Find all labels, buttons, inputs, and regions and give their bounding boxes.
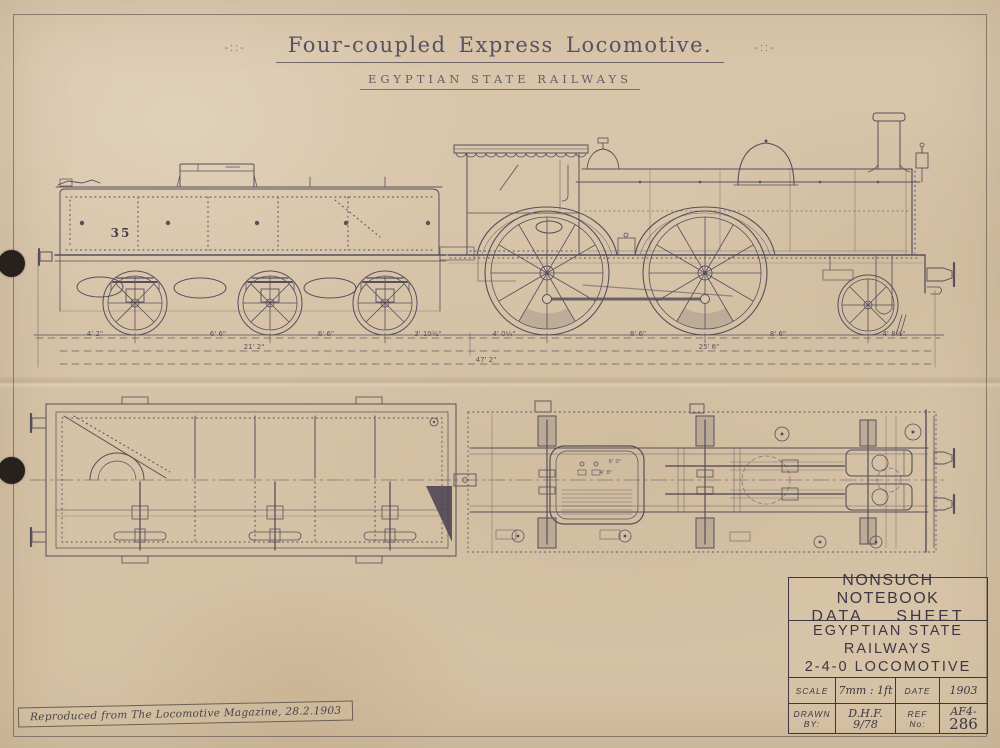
title-block: NONSUCH NOTEBOOK DATA SHEET EGYPTIAN STA… xyxy=(788,572,988,734)
title-block-grid: SCALE 7mm : 1ft DATE 1903 DRAWN BY: D.H.… xyxy=(789,678,987,733)
subject-railway-2: RAILWAYS xyxy=(843,641,933,657)
dim-label: 4' 2" xyxy=(87,330,103,338)
dim-label: 4' 8½" xyxy=(882,330,905,338)
dim-label: 21' 2" xyxy=(244,343,265,351)
dim-label: 3' 10½" xyxy=(414,330,442,338)
hole-punch-top xyxy=(0,250,25,277)
dim-label: 8' 6" xyxy=(630,330,646,338)
sheet-type: DATA SHEET xyxy=(811,608,965,625)
dim-label: 6' 6" xyxy=(318,330,334,338)
notebook-name: NONSUCH NOTEBOOK xyxy=(836,572,940,607)
locomotive-plan: 6' 0" 4' 8" xyxy=(453,400,956,553)
drawn-by-label: DRAWN BY: xyxy=(793,708,831,729)
subject-railway-1: EGYPTIAN STATE xyxy=(813,623,963,639)
dim-label: 8' 6" xyxy=(770,330,786,338)
dim-label: 6' 6" xyxy=(210,330,226,338)
ref-no-value: AF4- 286 xyxy=(939,704,987,733)
tender-elevation: 35 xyxy=(37,163,447,368)
scale-label: SCALE xyxy=(789,678,835,704)
paper-crease xyxy=(0,376,1000,388)
stamp-text: Reproduced from The Locomotive Magazine,… xyxy=(29,704,342,724)
flourish-right: -::- xyxy=(754,42,776,54)
tender-number: 35 xyxy=(111,226,132,240)
dimension-lines: 4' 2" 6' 6" 6' 6" 3' 10½" 4' 0¼" 8' 6" 8… xyxy=(35,289,941,368)
dim-label: 25' 6" xyxy=(699,343,720,351)
drawn-by-value: D.H.F. 9/78 xyxy=(835,704,895,733)
ref-no-label: REF No: xyxy=(895,704,939,733)
dim-label: 4' 0¼" xyxy=(492,330,515,338)
side-elevation-drawing: 35 xyxy=(33,112,956,368)
firebox-dim-label: 4' 8" xyxy=(600,470,613,476)
title-block-header: NONSUCH NOTEBOOK DATA SHEET xyxy=(789,572,987,625)
drawing-title: Four-coupled Express Locomotive. xyxy=(275,33,725,63)
drawbar-elevation xyxy=(439,246,475,261)
title-block-subject: EGYPTIAN STATE RAILWAYS 2-4-0 LOCOMOTIVE xyxy=(789,621,987,678)
flourish-left: -::- xyxy=(224,42,246,54)
scale-value: 7mm : 1ft xyxy=(835,678,895,704)
tender-plan xyxy=(29,396,457,564)
date-label: DATE xyxy=(895,678,939,704)
plan-view-drawing: 6' 0" 4' 8" xyxy=(29,396,956,564)
reproduction-stamp: Reproduced from The Locomotive Magazine,… xyxy=(17,700,354,728)
drawing-subtitle: EGYPTIAN STATE RAILWAYS xyxy=(360,72,640,90)
subject-loco-type: 2-4-0 LOCOMOTIVE xyxy=(804,659,972,675)
dim-label: 47' 2" xyxy=(476,356,497,364)
date-value: 1903 xyxy=(939,678,987,704)
hole-punch-bottom xyxy=(0,457,25,484)
locomotive-elevation xyxy=(447,112,956,336)
drawing-header: -::- Four-coupled Express Locomotive. -:… xyxy=(0,33,1000,90)
firebox-dim-label: 6' 0" xyxy=(609,459,622,465)
